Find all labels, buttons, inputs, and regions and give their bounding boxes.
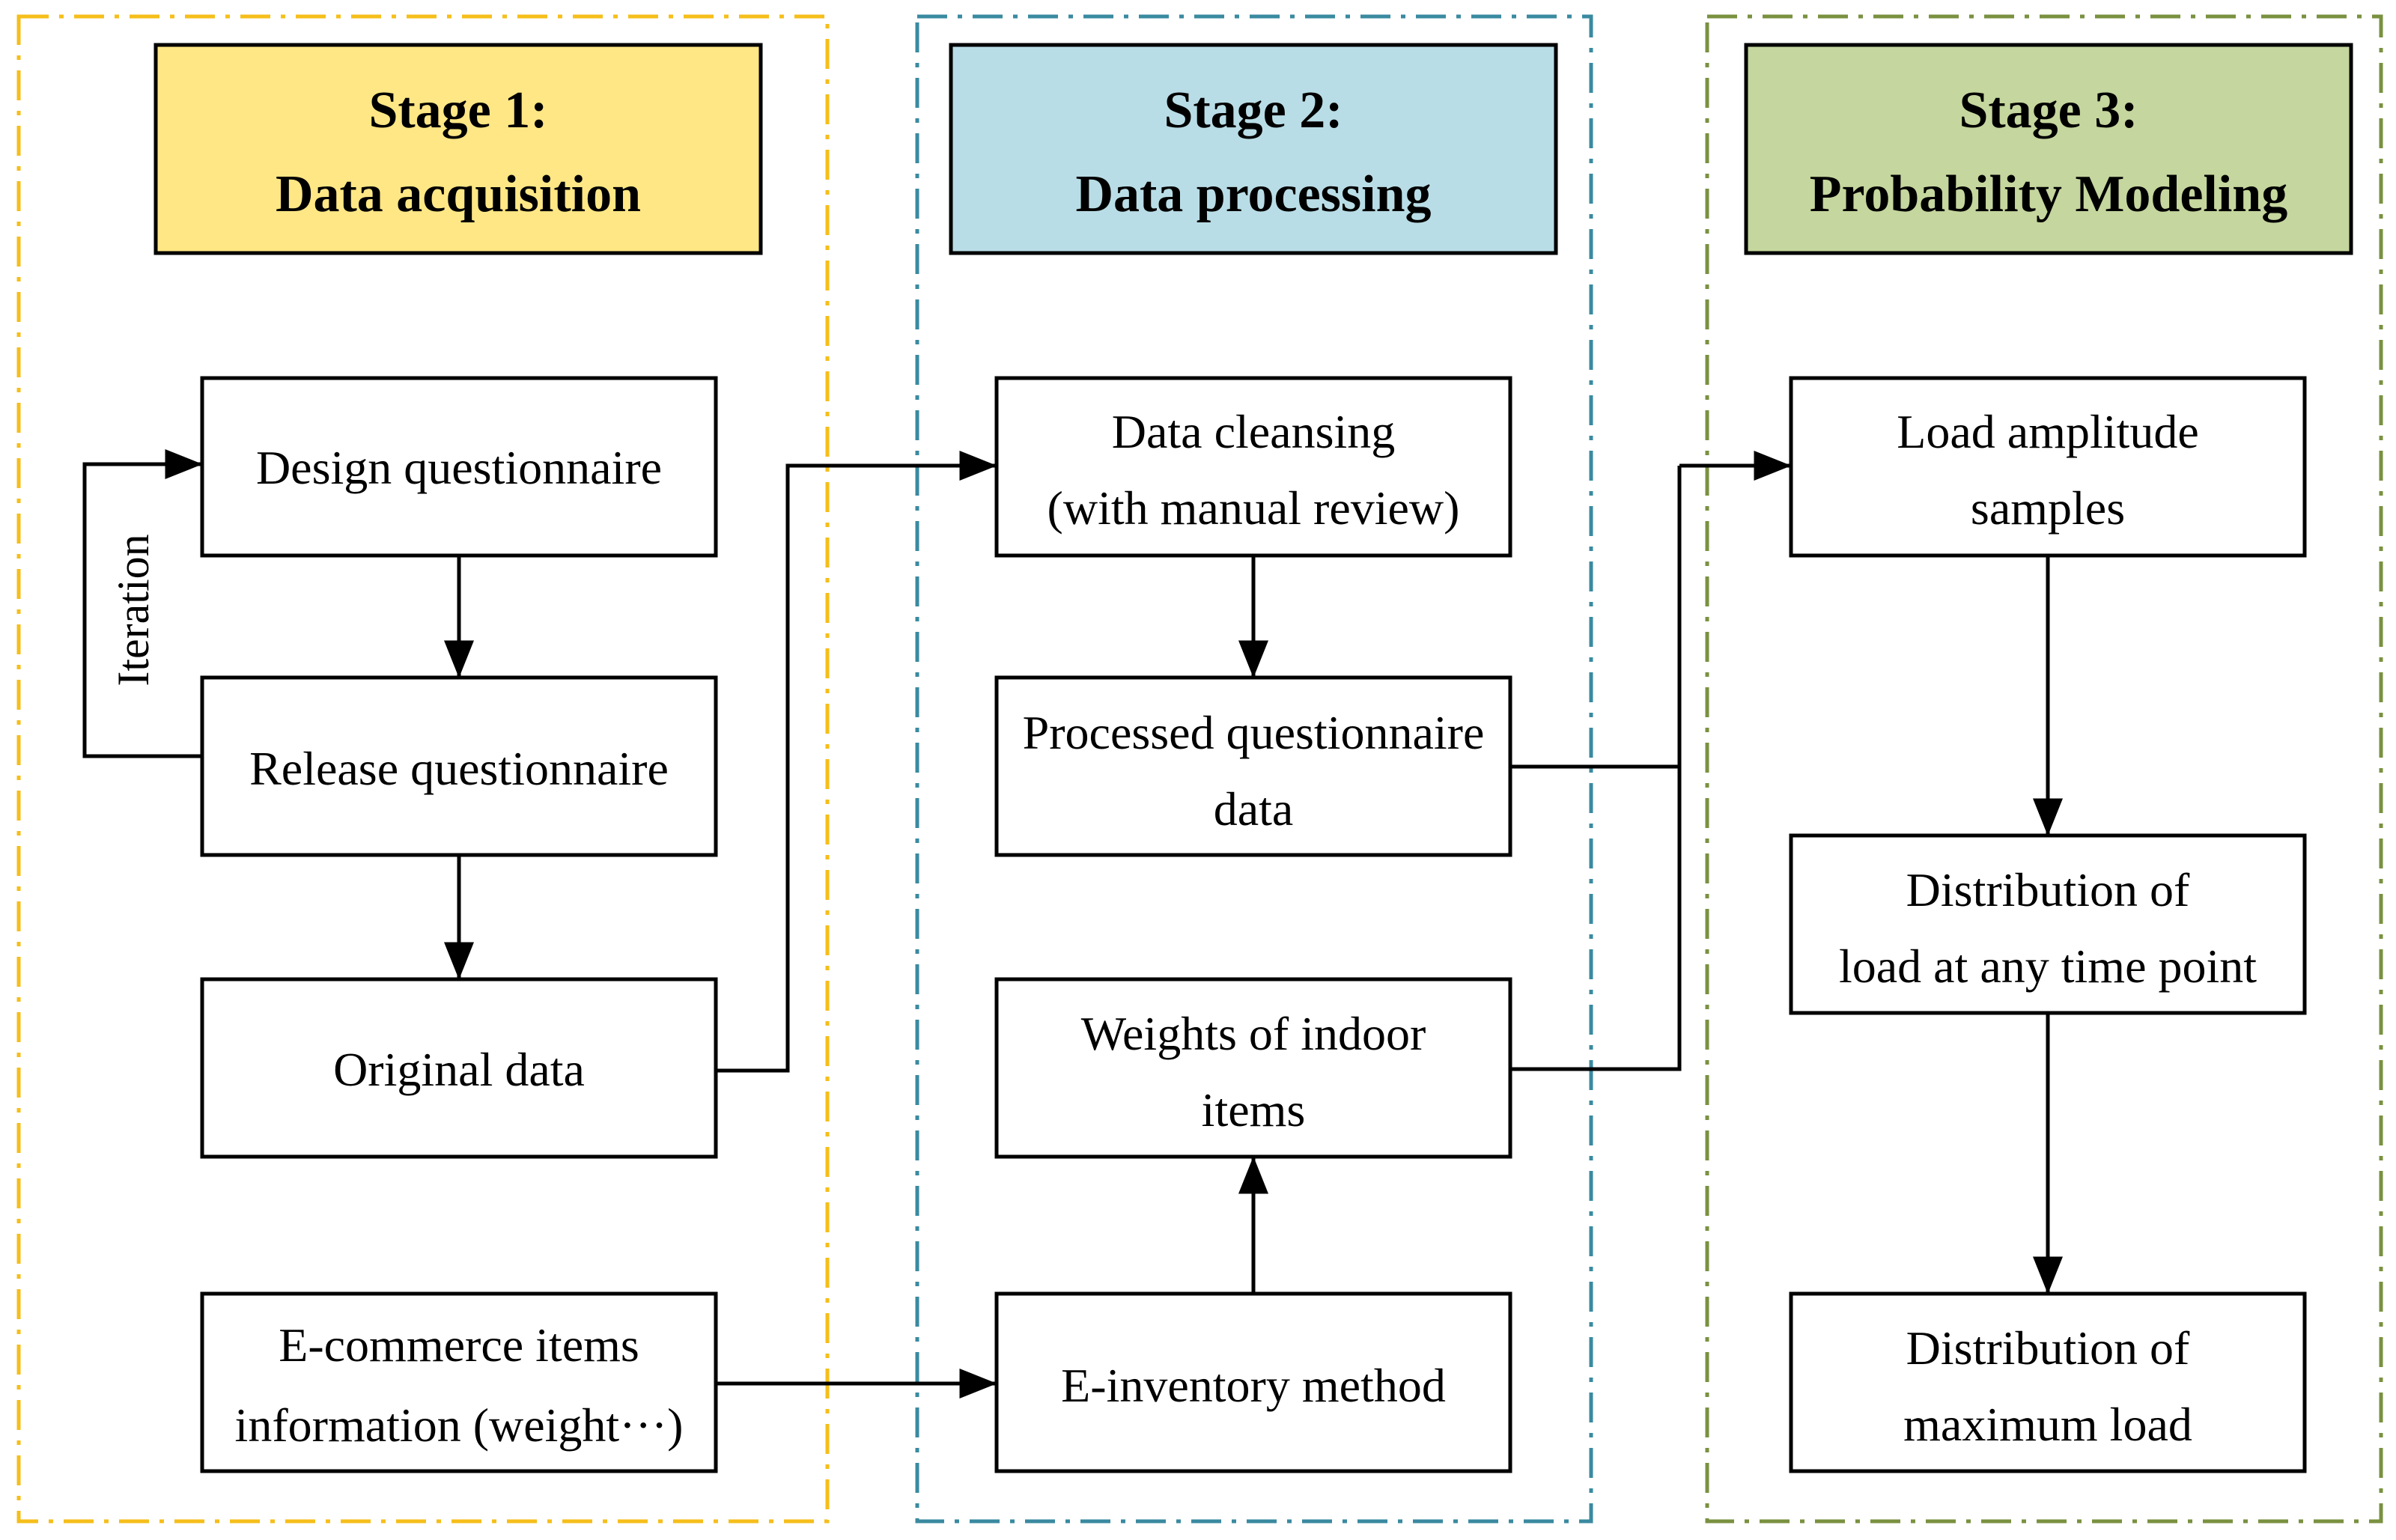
data-cleansing-label-line1: Data cleansing bbox=[1112, 405, 1396, 458]
load-amplitude-samples-label-line2: samples bbox=[1971, 481, 2125, 535]
e-inventory-method-box: E-inventory method bbox=[994, 1291, 1512, 1473]
arrow-iteration-loop bbox=[82, 449, 203, 758]
processed-data-label-line1: Processed questionnaire bbox=[1023, 706, 1485, 759]
stage-2-header: Stage 2: Data processing bbox=[949, 43, 1558, 255]
load-amplitude-samples-box: Load amplitude samples bbox=[1789, 376, 2307, 558]
e-inventory-method-label: E-inventory method bbox=[1061, 1359, 1446, 1412]
distribution-any-time-label-line2: load at any time point bbox=[1839, 940, 2257, 993]
line-weights-to-merge bbox=[1510, 466, 1682, 1071]
stage-1-header: Stage 1: Data acquisition bbox=[153, 43, 763, 255]
design-questionnaire-box: Design questionnaire bbox=[200, 376, 718, 558]
load-amplitude-samples-label-line1: Load amplitude bbox=[1897, 405, 2198, 458]
data-cleansing-label-line2: (with manual review) bbox=[1048, 481, 1460, 535]
ecommerce-items-label-line1: E-commerce items bbox=[279, 1318, 639, 1372]
data-cleansing-box: Data cleansing (with manual review) bbox=[994, 376, 1512, 558]
stage-2-number: Stage 2: bbox=[1164, 82, 1343, 139]
ecommerce-items-label-line2: information (weight···) bbox=[235, 1399, 684, 1452]
iteration-label: Iteration bbox=[109, 534, 158, 686]
stage-3-title: Probability Modeling bbox=[1810, 165, 2287, 223]
release-questionnaire-box: Release questionnaire bbox=[200, 675, 718, 857]
stage-1-frame bbox=[16, 14, 830, 1524]
weights-indoor-items-box: Weights of indoor items bbox=[994, 977, 1512, 1159]
design-questionnaire-label: Design questionnaire bbox=[256, 441, 662, 494]
release-questionnaire-label: Release questionnaire bbox=[249, 742, 669, 795]
stage-1-title: Data acquisition bbox=[276, 165, 641, 223]
original-data-box: Original data bbox=[200, 977, 718, 1159]
weights-indoor-items-label-line1: Weights of indoor bbox=[1081, 1007, 1426, 1060]
stage-3-number: Stage 3: bbox=[1959, 82, 2138, 139]
distribution-maximum-load-box: Distribution of maximum load bbox=[1789, 1291, 2307, 1473]
processed-data-label-line2: data bbox=[1214, 782, 1294, 836]
stage-3-frame bbox=[1705, 14, 2383, 1524]
distribution-maximum-load-label-line1: Distribution of bbox=[1906, 1321, 2190, 1375]
stage-1-number: Stage 1: bbox=[368, 82, 547, 139]
distribution-any-time-label-line1: Distribution of bbox=[1906, 863, 2190, 916]
arrow-original-to-cleansing bbox=[716, 451, 997, 1073]
stage-2-title: Data processing bbox=[1075, 165, 1431, 223]
original-data-label: Original data bbox=[333, 1043, 585, 1096]
processed-data-box: Processed questionnaire data bbox=[994, 675, 1512, 857]
stage-3-header: Stage 3: Probability Modeling bbox=[1744, 43, 2353, 255]
distribution-any-time-box: Distribution of load at any time point bbox=[1789, 833, 2307, 1015]
weights-indoor-items-label-line2: items bbox=[1202, 1083, 1306, 1136]
ecommerce-items-box: E-commerce items information (weight···) bbox=[200, 1291, 718, 1473]
stage-2-frame bbox=[915, 14, 1593, 1524]
distribution-maximum-load-label-line2: maximum load bbox=[1903, 1398, 2192, 1451]
